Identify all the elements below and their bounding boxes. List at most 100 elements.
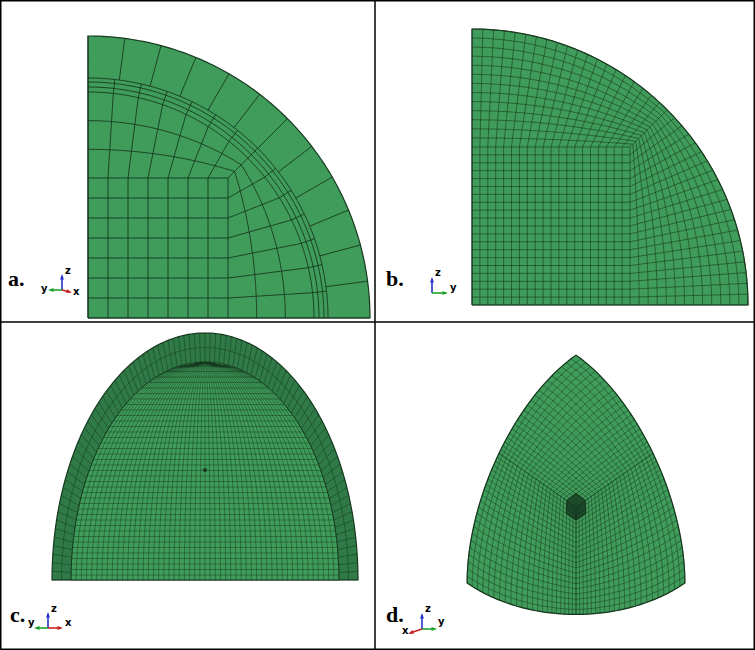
- mesh-line: [614, 147, 615, 305]
- mesh-line: [630, 294, 748, 297]
- mesh-line: [205, 362, 241, 580]
- mesh-line: [527, 405, 612, 482]
- mesh-line: [576, 507, 673, 558]
- mesh-line: [567, 442, 647, 501]
- mesh-line: [190, 362, 205, 580]
- mesh-line: [88, 278, 228, 279]
- mesh-line: [561, 499, 564, 614]
- mesh-line: [591, 76, 626, 147]
- mesh-body: [472, 29, 748, 305]
- mesh-line: [630, 170, 713, 202]
- axis-arrowhead: [46, 612, 50, 618]
- mesh-line: [472, 120, 657, 305]
- mesh-line: [205, 362, 262, 580]
- axis-arrowhead: [430, 277, 434, 283]
- mesh-line: [499, 453, 576, 507]
- mesh-line: [576, 493, 585, 500]
- axis-label: x: [402, 626, 408, 636]
- mesh-line: [296, 177, 332, 198]
- axis-label: z: [51, 604, 57, 614]
- axis-label: y: [450, 283, 457, 293]
- mesh-line: [499, 355, 576, 453]
- mesh-line: [208, 130, 238, 178]
- mesh-line: [630, 220, 734, 242]
- shell-inner-surface: [71, 362, 339, 580]
- mesh-line: [630, 161, 707, 195]
- axis-triad: [34, 612, 63, 630]
- mesh-line: [585, 501, 587, 614]
- axis-arrowhead: [420, 613, 424, 619]
- mesh-line: [472, 56, 721, 305]
- mesh-line: [630, 230, 738, 250]
- mesh-line: [88, 78, 89, 178]
- mesh-line: [205, 362, 298, 580]
- mesh-line: [472, 93, 684, 305]
- mesh-line: [278, 146, 311, 172]
- mesh-line: [576, 526, 678, 573]
- mesh-line: [567, 501, 576, 507]
- mesh-line: [88, 298, 228, 299]
- mesh-line: [112, 362, 205, 580]
- mesh-line: [205, 362, 226, 580]
- mesh-line: [472, 170, 630, 171]
- mesh-line: [88, 238, 228, 239]
- mesh-line: [472, 38, 739, 305]
- mesh-line: [566, 501, 568, 514]
- mesh-line: [570, 446, 649, 503]
- mesh-line: [576, 507, 577, 520]
- mesh-line: [234, 94, 260, 127]
- mesh-line: [575, 500, 584, 506]
- mesh-line: [208, 74, 229, 110]
- mesh-line: [150, 46, 161, 87]
- mesh-line: [472, 29, 748, 305]
- mesh-line: [598, 82, 634, 147]
- panel-letter: c.: [10, 604, 25, 626]
- axis-arrowhead: [66, 289, 72, 293]
- mesh-line: [97, 362, 205, 580]
- axis-arrowhead: [34, 626, 40, 630]
- mesh-line: [472, 129, 648, 305]
- mesh-line: [527, 39, 547, 147]
- mesh-line: [576, 501, 672, 553]
- mesh-line: [180, 57, 196, 96]
- mesh-line: [500, 469, 521, 601]
- mesh-line: [497, 457, 576, 511]
- mesh-line: [577, 506, 578, 519]
- mesh-line: [576, 507, 577, 520]
- mesh-line: [510, 367, 591, 461]
- mesh-line: [501, 450, 579, 505]
- mesh-line: [326, 281, 368, 286]
- mesh-line: [174, 362, 205, 580]
- mesh-line: [576, 501, 585, 507]
- mesh-line: [576, 506, 577, 519]
- axis-label: y: [438, 617, 445, 627]
- mesh-line: [504, 32, 516, 147]
- mesh-line: [623, 474, 641, 604]
- mesh-line: [576, 540, 681, 583]
- mesh-line: [258, 119, 288, 149]
- mesh-line: [576, 507, 577, 614]
- mesh-line: [505, 442, 585, 501]
- mesh-line: [472, 47, 730, 305]
- mesh-line: [630, 180, 718, 211]
- mesh-line: [519, 37, 536, 147]
- mesh-line: [576, 453, 653, 507]
- mesh-line: [108, 178, 109, 318]
- mesh-line: [205, 362, 293, 580]
- mesh-line: [81, 362, 205, 580]
- mesh-line: [108, 80, 115, 178]
- mesh-line: [228, 265, 322, 278]
- axis-triad: [408, 613, 437, 634]
- mesh-line: [583, 70, 617, 147]
- mesh-line: [480, 501, 576, 553]
- mesh-line: [179, 362, 205, 580]
- axis-label: z: [425, 604, 431, 614]
- mesh-line: [128, 84, 141, 178]
- mesh-line: [472, 83, 694, 305]
- mesh-line: [205, 362, 308, 580]
- mesh-line: [164, 362, 205, 580]
- mesh-line: [117, 362, 205, 580]
- mesh-line: [507, 438, 588, 499]
